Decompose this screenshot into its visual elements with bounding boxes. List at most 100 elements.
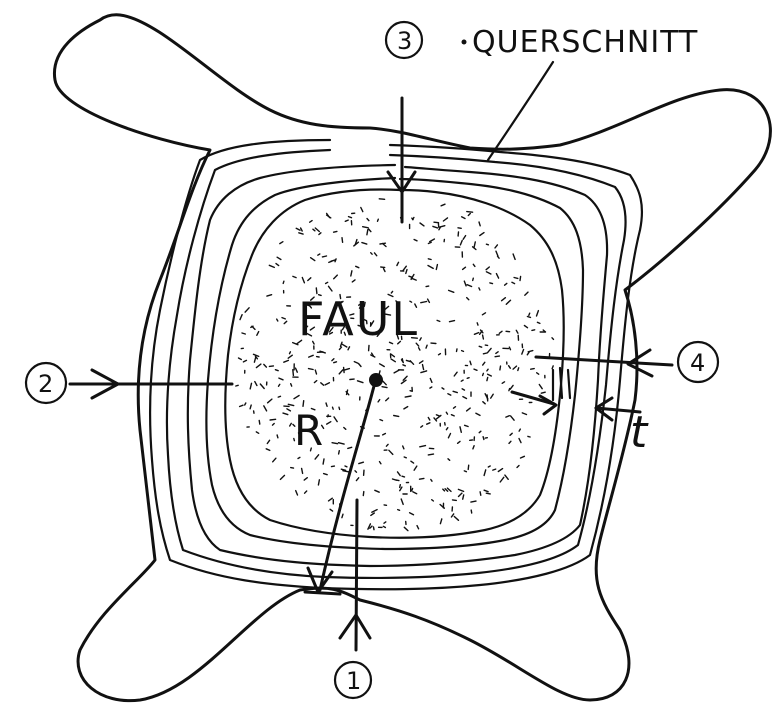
stipple-mark (267, 440, 269, 443)
stipple-mark (473, 446, 474, 449)
stipple-mark (531, 369, 535, 370)
stipple-mark (487, 377, 488, 380)
stipple-mark (325, 383, 329, 385)
stipple-mark (459, 493, 462, 496)
growth-ring-1 (150, 140, 642, 589)
stipple-mark (296, 368, 298, 372)
stipple-mark (479, 346, 482, 347)
stipple-mark (537, 322, 540, 323)
stipple-mark (480, 233, 484, 236)
stipple-mark (541, 392, 545, 393)
stipple-mark (382, 387, 387, 388)
stipple-mark (486, 493, 490, 494)
stipple-mark (284, 321, 287, 323)
stipple-mark (339, 407, 340, 409)
stipple-mark (486, 267, 489, 270)
stipple-mark (269, 265, 274, 267)
stipple-mark (288, 404, 293, 405)
stipple-mark (462, 389, 464, 390)
thickness-arrow-left (512, 392, 554, 404)
stipple-mark (276, 264, 279, 266)
stipple-mark (490, 283, 493, 284)
stipple-mark (552, 366, 553, 369)
stipple-mark (322, 256, 326, 257)
stipple-mark (296, 228, 300, 230)
stipple-mark (417, 526, 419, 529)
stipple-mark (463, 495, 464, 499)
stipple-mark (403, 365, 405, 366)
stipple-mark (529, 313, 530, 315)
stipple-mark (378, 219, 379, 221)
stipple-mark (313, 229, 315, 231)
stipple-mark (483, 335, 484, 339)
stipple-mark (521, 456, 525, 458)
stipple-mark (356, 266, 359, 267)
title-leader-dot (462, 40, 467, 45)
stipple-mark (367, 230, 368, 235)
stipple-mark (315, 455, 319, 459)
stipple-mark (284, 360, 289, 362)
stipple-mark (404, 527, 408, 530)
radius-label: R (294, 406, 323, 455)
stipple-mark (486, 272, 491, 274)
stipple-mark (355, 471, 357, 472)
stipple-mark (384, 269, 386, 272)
stipple-mark (510, 385, 513, 389)
stipple-mark (383, 434, 386, 435)
stipple-mark (428, 266, 433, 269)
stipple-mark (486, 244, 488, 245)
marker-1-number: 1 (346, 667, 361, 695)
stipple-mark (421, 371, 427, 373)
stipple-mark (384, 522, 386, 523)
stipple-mark (509, 441, 511, 443)
stipple-mark (403, 266, 406, 270)
stipple-mark (468, 214, 470, 216)
stipple-mark (375, 490, 379, 492)
stipple-mark (273, 458, 276, 462)
stipple-mark (280, 475, 284, 479)
stipple-mark (293, 370, 294, 376)
stipple-mark (451, 415, 454, 416)
stipple-mark (324, 474, 328, 475)
stipple-mark (433, 226, 438, 228)
stipple-mark (371, 513, 375, 515)
stipple-mark (334, 231, 337, 232)
stipple-mark (491, 394, 494, 398)
stipple-mark (309, 355, 314, 357)
stipple-mark (359, 364, 362, 367)
stipple-mark (283, 281, 284, 283)
stipple-mark (517, 466, 519, 468)
stipple-mark (383, 526, 385, 527)
stipple-mark (420, 223, 424, 226)
stipple-mark (505, 283, 507, 285)
stipple-mark (240, 405, 243, 406)
stipple-mark (291, 468, 294, 469)
probe-1-line (356, 500, 357, 650)
stipple-mark (460, 427, 461, 433)
stipple-mark (375, 253, 377, 256)
stipple-mark (474, 333, 478, 335)
diagram-title: QUERSCHNITT (472, 25, 698, 60)
stipple-mark (412, 218, 413, 220)
stipple-mark (389, 450, 393, 454)
stipple-mark (457, 349, 458, 352)
stipple-mark (468, 465, 469, 469)
stipple-mark (330, 509, 333, 511)
stipple-mark (423, 365, 424, 370)
stipple-mark (291, 384, 292, 386)
stipple-mark (498, 256, 500, 258)
stipple-mark (506, 300, 510, 304)
stipple-mark (411, 278, 416, 280)
stipple-mark (314, 381, 316, 383)
stipple-mark (483, 353, 487, 354)
stipple-mark (403, 446, 404, 449)
stipple-mark (343, 471, 349, 472)
stipple-mark (513, 366, 516, 369)
stipple-mark (436, 415, 440, 416)
stipple-mark (420, 446, 426, 447)
stipple-mark (480, 492, 481, 496)
stipple-mark (282, 318, 285, 319)
stipple-mark (273, 424, 275, 426)
stipple-mark (467, 378, 469, 379)
stipple-mark (326, 282, 328, 283)
